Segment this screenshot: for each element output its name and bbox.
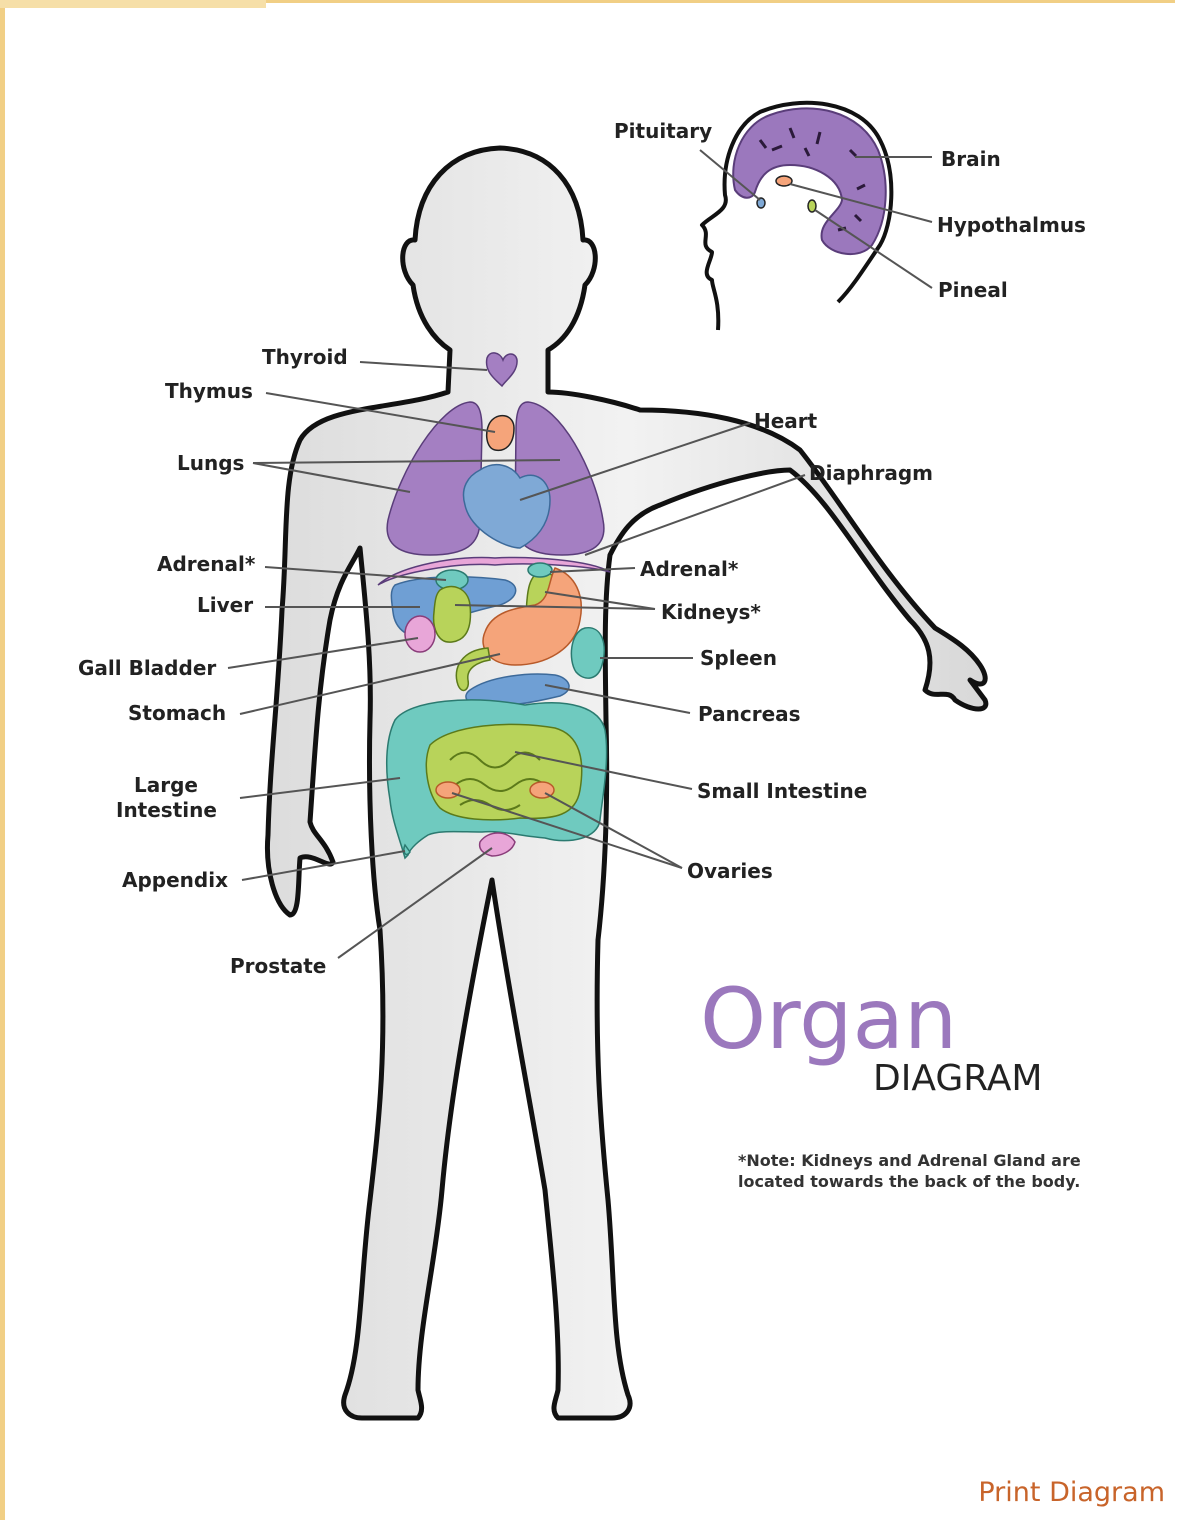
label-pineal: Pineal [938,278,1008,302]
kidney-left [434,586,471,642]
label-prostate: Prostate [230,954,326,978]
title-diagram: DIAGRAM [873,1058,1042,1099]
print-diagram-link[interactable]: Print Diagram [978,1477,1165,1508]
label-thyroid: Thyroid [262,345,348,369]
ovary-left [436,782,460,798]
label-ovaries: Ovaries [687,859,773,883]
label-hypothalmus: Hypothalmus [937,213,1086,237]
brain [733,108,885,254]
label-large-intestine-line1: Large [134,773,198,797]
hypothalamus [776,176,792,186]
label-pancreas: Pancreas [698,702,801,726]
head-profile [702,103,891,330]
label-spleen: Spleen [700,646,777,670]
label-appendix: Appendix [122,868,228,892]
adrenal-gland-right [528,563,552,577]
label-pituitary: Pituitary [614,119,712,143]
label-brain: Brain [941,147,1001,171]
note-line-2: located towards the back of the body. [738,1172,1080,1191]
pineal-gland [808,200,816,212]
label-kidneys: Kidneys* [661,600,761,624]
note-line-1: *Note: Kidneys and Adrenal Gland are [738,1151,1081,1170]
label-diaphragm: Diaphragm [809,461,933,485]
label-large-intestine-line2: Intestine [116,798,217,822]
gall-bladder [405,616,435,652]
label-stomach: Stomach [128,701,226,725]
label-thymus: Thymus [165,379,253,403]
label-liver: Liver [197,593,253,617]
label-adrenal-left: Adrenal* [157,552,256,576]
small-intestine [426,724,581,820]
title-organ: Organ [700,970,957,1068]
label-lungs: Lungs [177,451,244,475]
label-gall-bladder: Gall Bladder [78,656,216,680]
body-silhouette [267,148,985,1418]
spleen [571,628,604,678]
label-small-intestine: Small Intestine [697,779,867,803]
thymus [487,416,514,451]
label-heart: Heart [754,409,818,433]
label-adrenal-right: Adrenal* [640,557,739,581]
